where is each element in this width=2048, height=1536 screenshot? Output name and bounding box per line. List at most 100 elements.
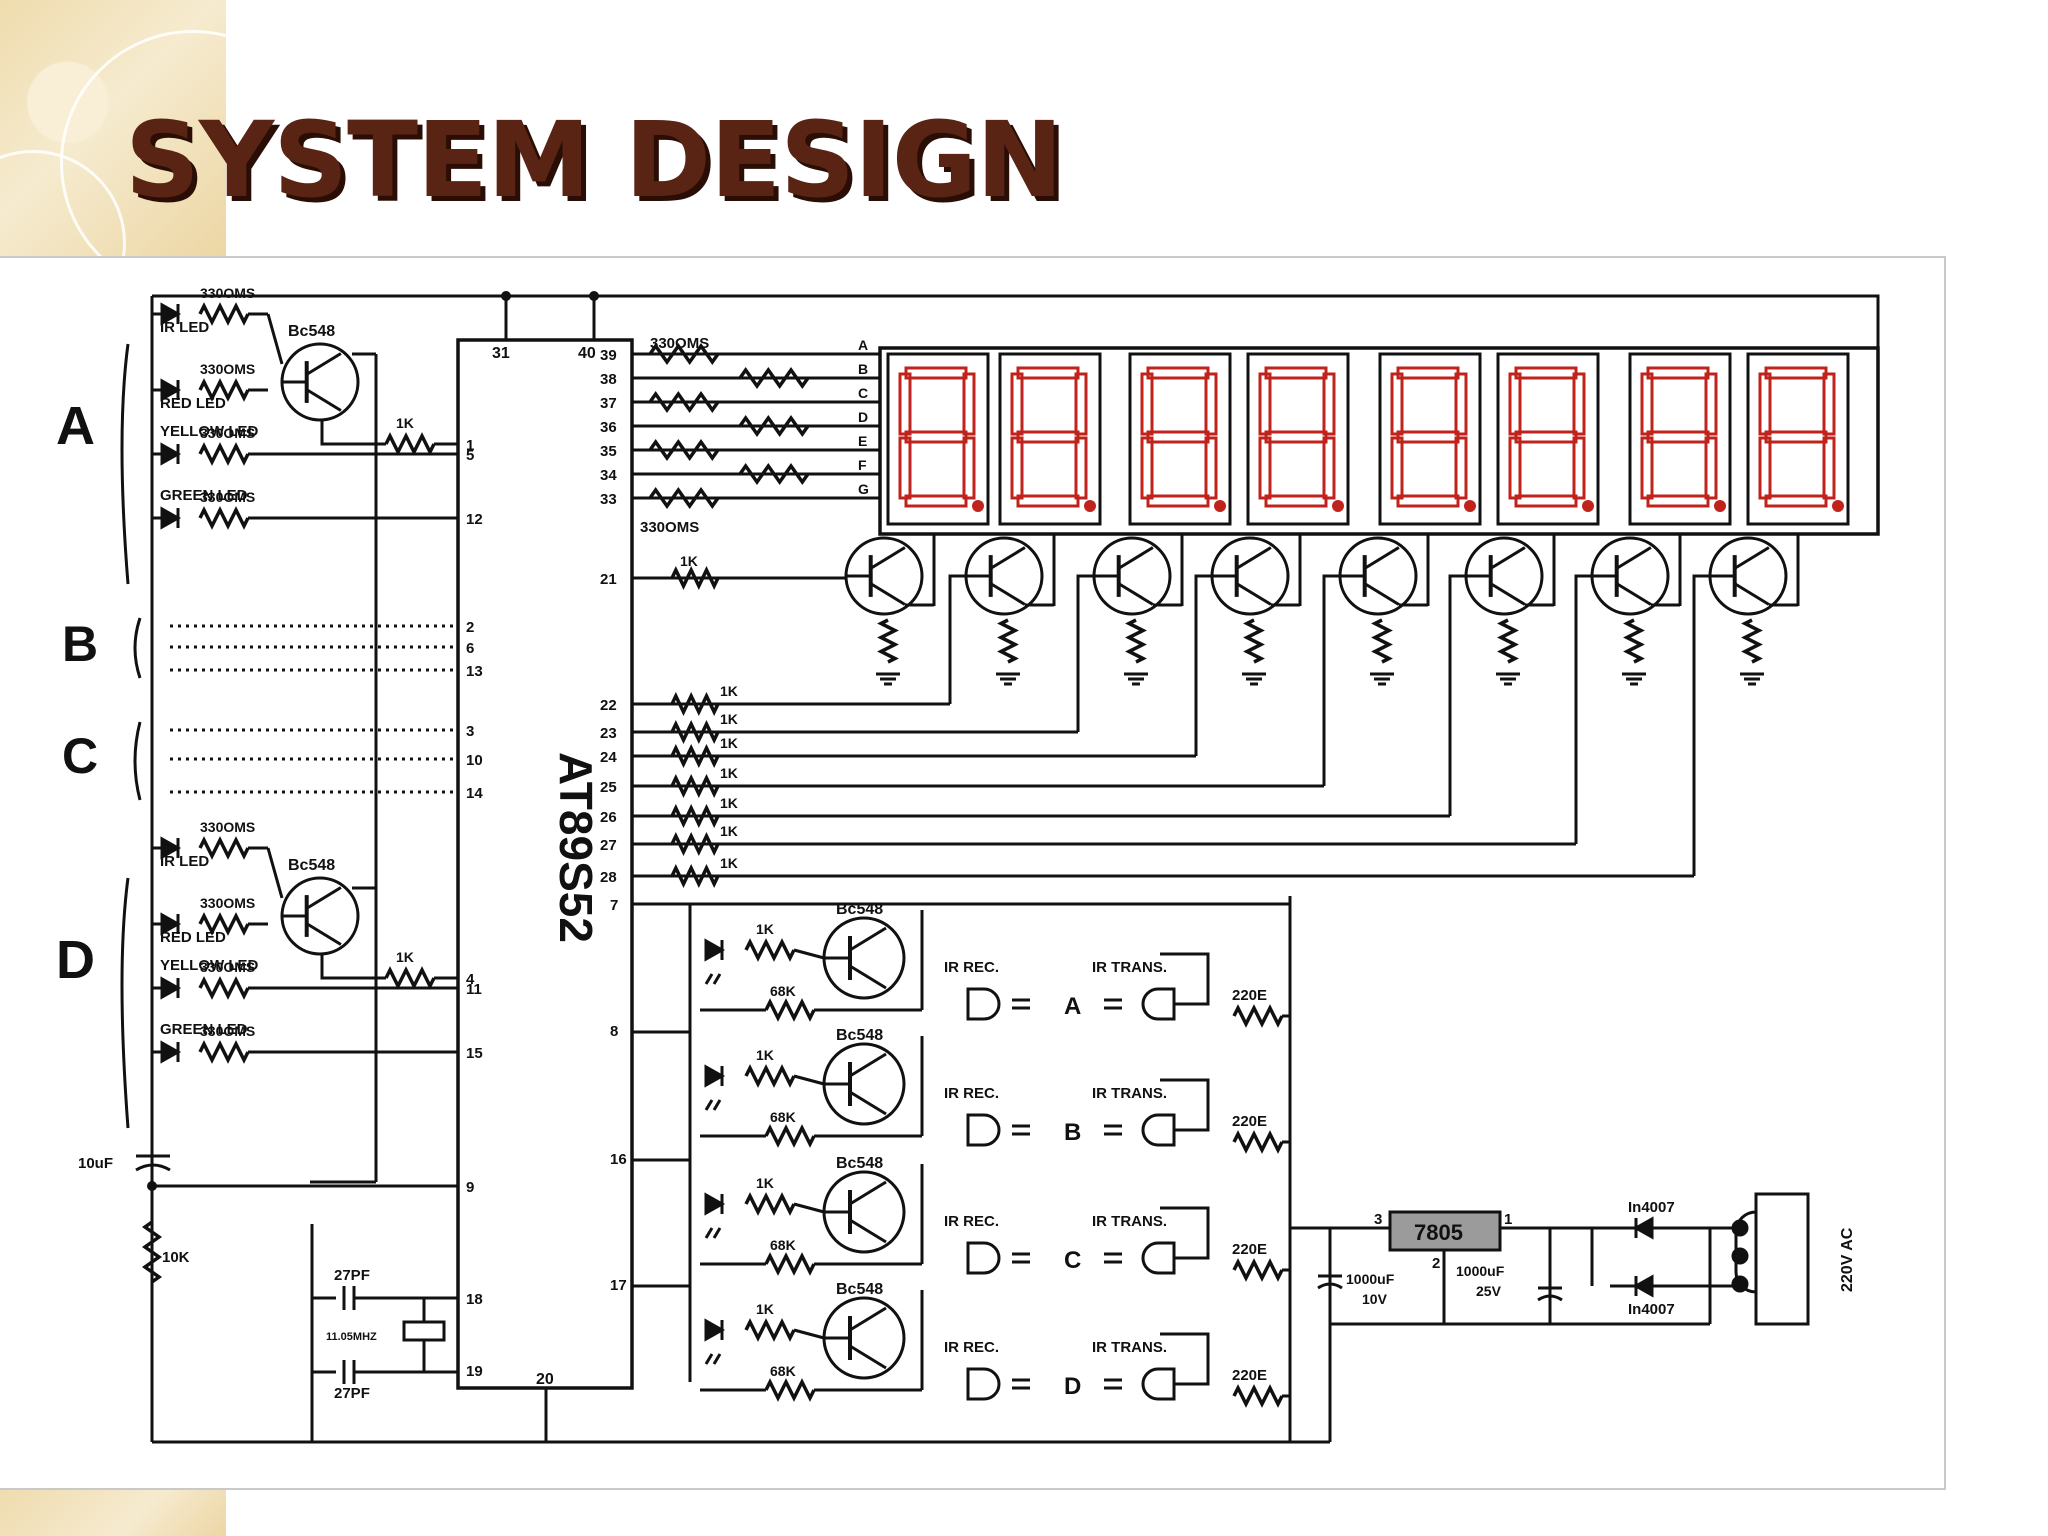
transistor-emitter: [305, 922, 342, 946]
segment-resistor-3: [738, 414, 810, 438]
digit-3-dp: [1332, 500, 1344, 512]
digit-res-label-7: 1K: [720, 855, 738, 871]
digit-4-segment-0: [1396, 366, 1460, 380]
ir-beam-out-3: [1104, 1378, 1122, 1390]
ir-trans-loop-1: [1160, 1078, 1210, 1132]
transistor-emitter: [1117, 582, 1154, 606]
cap-10uf-label: 10uF: [78, 1155, 113, 1172]
ir-rec-label-3: IR REC.: [944, 1339, 999, 1356]
sensor-transistor-label-2: Bc548: [836, 1155, 883, 1172]
digit-base-wire-2: [1076, 574, 1094, 732]
sensor-resistor-68k-0: [764, 998, 816, 1022]
seg-pin-5: 34: [600, 467, 617, 484]
transistor-emitter: [849, 1090, 887, 1116]
digit-1-segment-4: [1074, 372, 1088, 436]
group-d-pin-base: 4: [466, 971, 475, 988]
sensor-pin-3: 17: [610, 1277, 627, 1294]
seg-pin-1: 38: [600, 371, 617, 388]
transformer-terminal-2: [1731, 1275, 1749, 1293]
ir-beam-in-0: [1012, 998, 1030, 1010]
digit-res-label-4: 1K: [720, 765, 738, 781]
transistor-emitter: [1489, 582, 1526, 606]
transistor-emitter: [1235, 582, 1272, 606]
transistor-emitter: [869, 582, 906, 606]
reg-pin-out: 1: [1504, 1211, 1512, 1228]
digit-6-segment-4: [1704, 372, 1718, 436]
group-a-base-resistor: [384, 432, 436, 456]
transistor-collector: [1615, 546, 1652, 570]
digit-base-wire-5: [1448, 574, 1466, 816]
cap-1000uf-25v: [1537, 1286, 1563, 1302]
group-d-resistor-2: [198, 976, 250, 1000]
digit-2-segment-0: [1146, 366, 1210, 380]
digit-pin-6: 27: [600, 837, 617, 854]
slide-title: SYSTEM DESIGN: [125, 99, 1063, 221]
ir-220e-label-2: 220E: [1232, 1241, 1267, 1258]
sensor-resistor-1k-2: [744, 1192, 796, 1216]
group-b-bracket: [133, 617, 142, 679]
segment-resistor-5: [738, 462, 810, 486]
capacitor-10uf-curve: [135, 1163, 171, 1172]
group-a-bracket: [120, 343, 130, 585]
digit-6-segment-6: [1704, 436, 1718, 500]
cap-1000uf-10v: [1317, 1274, 1343, 1290]
group-b-pin-2: 13: [466, 663, 483, 680]
digit-4-segment-2: [1396, 494, 1460, 508]
group-d-res-label-3: 330OMS: [200, 1023, 255, 1039]
digit-7-segment-0: [1764, 366, 1828, 380]
ir-receiver-2: [966, 1241, 1001, 1275]
digit-base-resistor-6: [670, 831, 720, 857]
crystal-body: [402, 1320, 446, 1342]
digit-res-label-6: 1K: [720, 823, 738, 839]
group-a-led-label-0: IR LED: [160, 319, 209, 336]
ir-resistor-220e-2: [1232, 1258, 1284, 1282]
wire: [793, 1202, 825, 1214]
ir-photo-rays-2: [704, 1227, 722, 1239]
digit-1-segment-5: [1010, 436, 1024, 500]
digit-base-resistor-0: [670, 565, 720, 591]
transistor-emitter: [849, 964, 887, 990]
digit-3-segment-0: [1264, 366, 1328, 380]
group-d-resistor-3: [198, 1040, 250, 1064]
digit-base-resistor-7: [670, 863, 720, 889]
digit-4-segment-5: [1390, 436, 1404, 500]
ir-220e-label-0: 220E: [1232, 987, 1267, 1004]
digit-pin-1: 22: [600, 697, 617, 714]
group-d-led-label-0: IR LED: [160, 853, 209, 870]
digit-2-segment-1: [1146, 430, 1210, 444]
group-a-res-label-2: 330OMS: [200, 425, 255, 441]
transistor-collector: [849, 926, 887, 952]
digit-5-segment-3: [1508, 372, 1522, 436]
segment-label-3: D: [858, 409, 868, 425]
segment-label-6: G: [858, 481, 869, 497]
wire-layer: [150, 294, 1880, 1444]
transformer-body: [1754, 1192, 1810, 1326]
digit-4-dp: [1464, 500, 1476, 512]
digit-7-segment-6: [1822, 436, 1836, 500]
decorative-corner-bottom: [0, 1490, 226, 1536]
sensor-1k-label-3: 1K: [756, 1301, 774, 1317]
digit-1-segment-6: [1074, 436, 1088, 500]
sensor-resistor-68k-2: [764, 1252, 816, 1276]
digit-5-segment-5: [1508, 436, 1522, 500]
group-b-pin-1: 6: [466, 640, 474, 657]
transistor-emitter: [849, 1344, 887, 1370]
digit-2-segment-4: [1204, 372, 1218, 436]
digit-2-segment-2: [1146, 494, 1210, 508]
digit-res-label-1: 1K: [720, 683, 738, 699]
group-a-pin-2: 5: [466, 447, 474, 464]
sensor-1k-label-2: 1K: [756, 1175, 774, 1191]
digit-emitter-resistor-6: [1623, 618, 1645, 664]
transistor-collector: [1733, 546, 1770, 570]
cap-27pf-label-a: 27PF: [334, 1267, 370, 1284]
group-a-res-label-3: 330OMS: [200, 489, 255, 505]
digit-7-dp: [1832, 500, 1844, 512]
decorative-corner-top: [0, 0, 226, 256]
digit-6-dp: [1714, 500, 1726, 512]
digit-5-dp: [1582, 500, 1594, 512]
group-d-group-letter: D: [56, 930, 95, 990]
ir-photo-rays-0: [704, 973, 722, 985]
ir-resistor-220e-1: [1232, 1130, 1284, 1154]
transformer-terminal-1: [1731, 1247, 1749, 1265]
